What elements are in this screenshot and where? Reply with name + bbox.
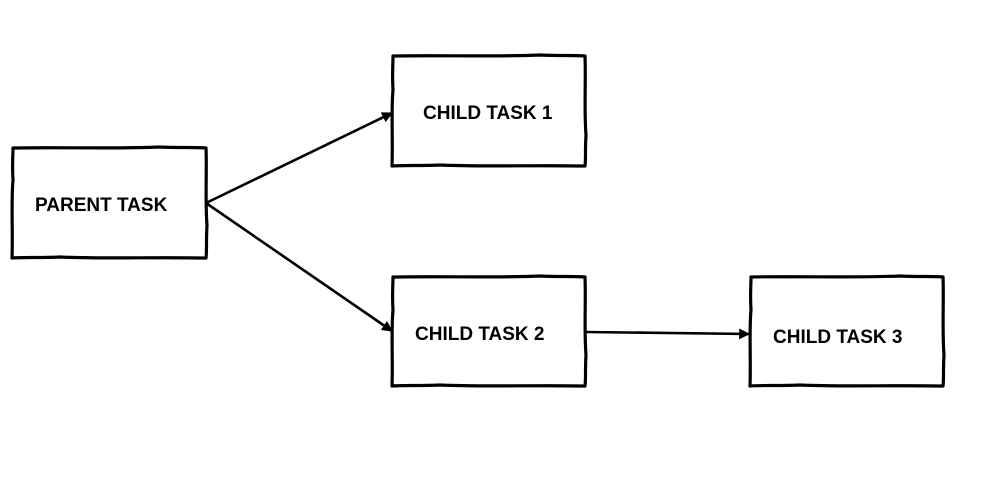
node-child-task-2-label: CHILD TASK 2 — [415, 324, 544, 345]
node-child-task-1-label: CHILD TASK 1 — [423, 103, 553, 124]
node-parent-task: PARENT TASK — [10, 145, 209, 260]
node-parent-task-box — [10, 145, 209, 260]
node-child-task-1-box — [390, 53, 588, 168]
node-child-task-3-box — [748, 274, 946, 388]
edges — [204, 111, 751, 340]
edge-parent-to-child1 — [204, 111, 394, 205]
node-child-task-3: CHILD TASK 3 — [748, 274, 946, 388]
node-child-task-3-label: CHILD TASK 3 — [773, 327, 902, 348]
node-parent-task-label: PARENT TASK — [35, 195, 168, 216]
node-child-task-2-box — [390, 274, 588, 388]
node-child-task-1: CHILD TASK 1 — [390, 53, 588, 168]
edge-parent-to-child2 — [204, 201, 394, 333]
node-child-task-2: CHILD TASK 2 — [390, 274, 588, 388]
edge-child2-to-child3 — [583, 328, 751, 340]
